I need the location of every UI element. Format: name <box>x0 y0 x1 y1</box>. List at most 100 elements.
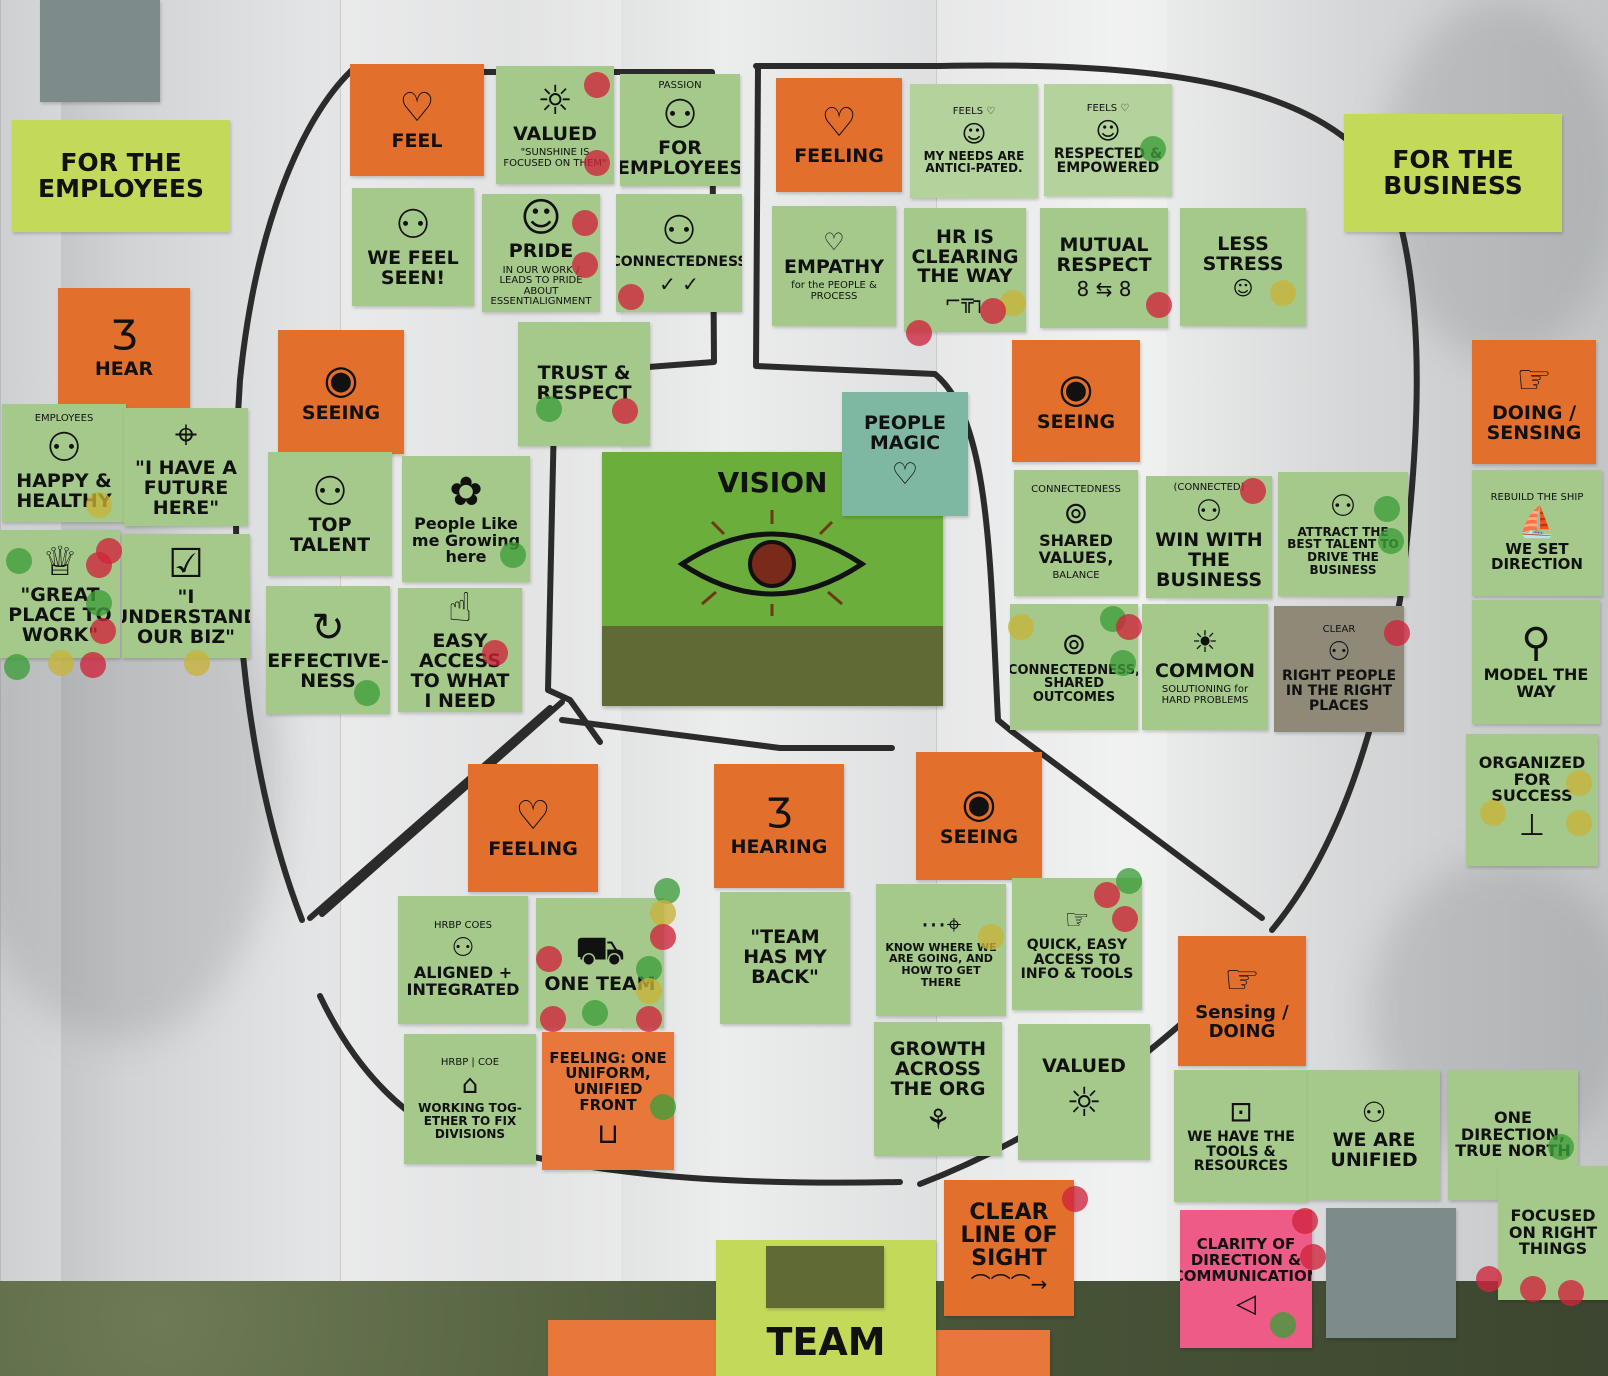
note-text: FOR THE BUSINESS <box>1383 144 1523 200</box>
pointer-icon: ☝ <box>447 588 473 632</box>
vote-dot-red <box>1112 906 1138 932</box>
eye-icon: ◉ <box>1058 366 1094 413</box>
note-text: WE SET DIRECTION <box>1491 539 1583 574</box>
vote-dot-yellow <box>978 924 1004 950</box>
note-top: HRBP | CoE <box>440 1056 500 1068</box>
vote-dot-red <box>584 72 610 98</box>
note-sensing-doing: ☞ Sensing / DOING <box>1178 936 1306 1066</box>
note-hear: ʒ HEAR <box>58 288 190 408</box>
note-seeing-bottom: ◉ SEEING <box>916 752 1042 880</box>
stairs-icon: ⚲ <box>1521 620 1551 667</box>
ear-icon: ʒ <box>110 313 138 360</box>
note-text: ATTRACT the BEST TALENT to DRIVE the BUS… <box>1287 524 1399 577</box>
note-text: WE HAVE THE TOOLS & RESOURCES <box>1187 1128 1295 1175</box>
checkbox-icon: ☑ <box>168 541 204 588</box>
vote-dot-green <box>1374 496 1400 522</box>
note-attract-talent: ⚇ ATTRACT the BEST TALENT to DRIVE the B… <box>1278 472 1408 596</box>
note-text: CLARITY OF DIRECTION & COMMUNICATION <box>1180 1235 1312 1285</box>
note-sub: for the PEOPLE & PROCESS <box>791 280 877 302</box>
note-text: "I HAVE A FUTURE HERE" <box>135 457 237 519</box>
note-text: GROWTH ACROSS THE ORG <box>889 1038 987 1100</box>
note-text: MUTUAL RESPECT <box>1056 233 1152 276</box>
vote-dot-red <box>1062 1186 1088 1212</box>
vote-dot-green <box>1116 868 1142 894</box>
path-icon: ⌐╦┐ <box>944 289 986 314</box>
vote-dot-red <box>1292 1208 1318 1234</box>
people-icon: ⚇ <box>46 425 82 472</box>
trophy-icon: ♕ <box>42 539 78 586</box>
note-text: SHARED VALUES, <box>1038 531 1114 567</box>
vote-dot-red <box>80 652 106 678</box>
note-feeling-bottom: ♡ FEELING <box>468 764 598 892</box>
vote-dot-green <box>536 396 562 422</box>
vote-dot-green <box>1378 528 1404 554</box>
note-growth: GROWTH ACROSS THE ORG ⚘ <box>874 1022 1002 1156</box>
vote-dot-red <box>1476 1266 1502 1292</box>
note-organized-success: ORGANIZED FOR SUCCESS ⊥ <box>1466 734 1598 866</box>
vote-dot-yellow <box>1270 280 1296 306</box>
note-text: CLEAR LINE OF SIGHT <box>960 1199 1058 1272</box>
note-top: EMPLOYEES <box>34 412 94 424</box>
note-text: VISION <box>717 466 828 499</box>
note-understand-biz: ☑ "I understand OUR BIZ" <box>122 534 250 658</box>
vote-dot-red <box>536 946 562 972</box>
note-text: Sensing / DOING <box>1195 1002 1289 1042</box>
vote-dot-red <box>618 284 644 310</box>
vote-dot-green <box>4 654 30 680</box>
person-icon: ☺ <box>520 195 562 242</box>
vote-dot-red <box>540 1006 566 1032</box>
note-text: SEEING <box>301 402 381 425</box>
note-working-together: HRBP | CoE ⌂ WORKING TOG-ETHER to FIX DI… <box>404 1034 536 1164</box>
note-text: LESS STRESS <box>1202 232 1284 275</box>
vote-dot-green <box>654 878 680 904</box>
note-sym: 8 ⇆ 8 <box>1076 277 1132 302</box>
megaphone-icon: ◁ <box>1236 1288 1256 1319</box>
org-chart-icon: ⊥ <box>1518 808 1546 844</box>
note-text: FOR EMPLOYEES <box>620 137 740 180</box>
shirt-icon: ⊔ <box>597 1116 619 1150</box>
vote-dot-green <box>1270 1312 1296 1338</box>
redacted-block <box>40 0 160 102</box>
note-for-employees: FOR THE EMPLOYEES <box>12 120 230 232</box>
note-feel: ♡ FEEL <box>350 64 484 176</box>
note-vision: VISION <box>602 452 943 706</box>
vote-dot-red <box>584 150 610 176</box>
vote-dot-green <box>650 1094 676 1120</box>
heart-icon: ♡ <box>821 100 857 147</box>
note-empathy: ♡ EMPATHY for the PEOPLE & PROCESS <box>772 206 896 326</box>
note-text: EFFECTIVE-NESS <box>267 650 389 692</box>
vote-dot-yellow <box>636 978 662 1004</box>
vote-dot-yellow <box>1566 810 1592 836</box>
vote-dot-yellow <box>1008 614 1034 640</box>
note-team-has-back: "TEAM HAS MY BACK" <box>720 892 850 1024</box>
note-right-people: CLEAR ⚇ RIGHT PEOPLE IN THE RIGHT PLACES <box>1274 606 1404 732</box>
note-sym: ☺ <box>1232 276 1254 301</box>
ear-icon: ʒ <box>765 791 793 838</box>
heart-icon: ♡ <box>515 793 551 840</box>
note-text: People Like me Growing here <box>411 513 521 567</box>
note-text: FEEL <box>391 130 443 153</box>
note-top: CLEAR <box>1322 623 1356 635</box>
vote-dot-yellow <box>48 650 74 676</box>
note-sub: IN OUR WORK / LEADS TO PRIDE ABOUT ESSEN… <box>490 264 592 308</box>
note-sym: ⌒⌒⌒→ <box>970 1272 1048 1297</box>
vote-dot-red <box>1116 614 1142 640</box>
truck-icon: ⛟ <box>574 928 626 975</box>
note-text: "I understand OUR BIZ" <box>122 586 250 648</box>
venn-icon: ⊚ <box>1063 496 1089 532</box>
note-we-feel-seen: ⚇ WE FEEL SEEN! <box>352 188 474 306</box>
people-icon: ⚇ <box>312 469 348 516</box>
note-text: TRUST & RESPECT <box>536 362 632 404</box>
note-people-magic: PEOPLE MAGIC ♡ <box>842 392 968 516</box>
note-common-solutioning: ☀ COMMON SOLUTIONING for HARD PROBLEMS <box>1142 604 1268 730</box>
note-team: TEAM <box>716 1240 936 1376</box>
vote-dot-green <box>582 1000 608 1026</box>
note-text: ALIGNED + INTEGRATED <box>406 963 520 1000</box>
cycle-icon: ↻ <box>311 605 345 652</box>
note-text: SEEING <box>939 826 1019 849</box>
note-tools-resources: ⊡ WE HAVE THE TOOLS & RESOURCES <box>1174 1070 1308 1202</box>
note-model-way: ⚲ MODEL THE WAY <box>1472 600 1600 724</box>
note-text: VALUED <box>1042 1055 1126 1078</box>
vote-dot-green <box>6 548 32 574</box>
